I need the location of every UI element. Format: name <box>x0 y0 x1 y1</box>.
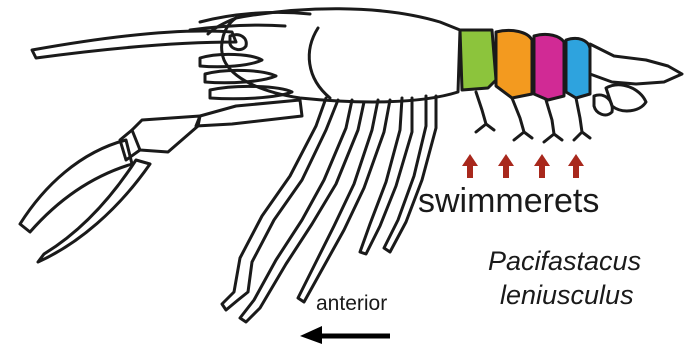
antennae <box>32 12 310 58</box>
left-arrow-icon <box>300 326 390 344</box>
swimmeret <box>476 92 494 132</box>
mouthparts <box>200 54 292 98</box>
anterior-direction-label: anterior <box>316 292 387 316</box>
abdominal-segment-4 <box>566 38 590 98</box>
swimmeret-appendages <box>476 92 590 142</box>
abdominal-segment-1 <box>460 30 496 90</box>
species-name-genus: Pacifastacus <box>488 246 641 277</box>
up-arrow-icon <box>462 154 478 178</box>
swimmeret <box>574 98 590 140</box>
abdominal-segment-3 <box>534 34 564 100</box>
walking-legs <box>222 96 436 322</box>
swimmeret-pointer-arrows <box>462 154 584 178</box>
swimmeret <box>512 98 532 140</box>
tail-fan <box>590 44 682 115</box>
up-arrow-icon <box>534 154 550 178</box>
swimmerets-label: swimmerets <box>418 182 599 221</box>
abdominal-segment-2 <box>496 30 532 98</box>
cervical-groove <box>309 28 330 98</box>
up-arrow-icon <box>568 154 584 178</box>
up-arrow-icon <box>498 154 514 178</box>
cheliped <box>20 100 302 262</box>
species-name-epithet: leniusculus <box>500 280 634 311</box>
swimmeret <box>544 100 562 142</box>
